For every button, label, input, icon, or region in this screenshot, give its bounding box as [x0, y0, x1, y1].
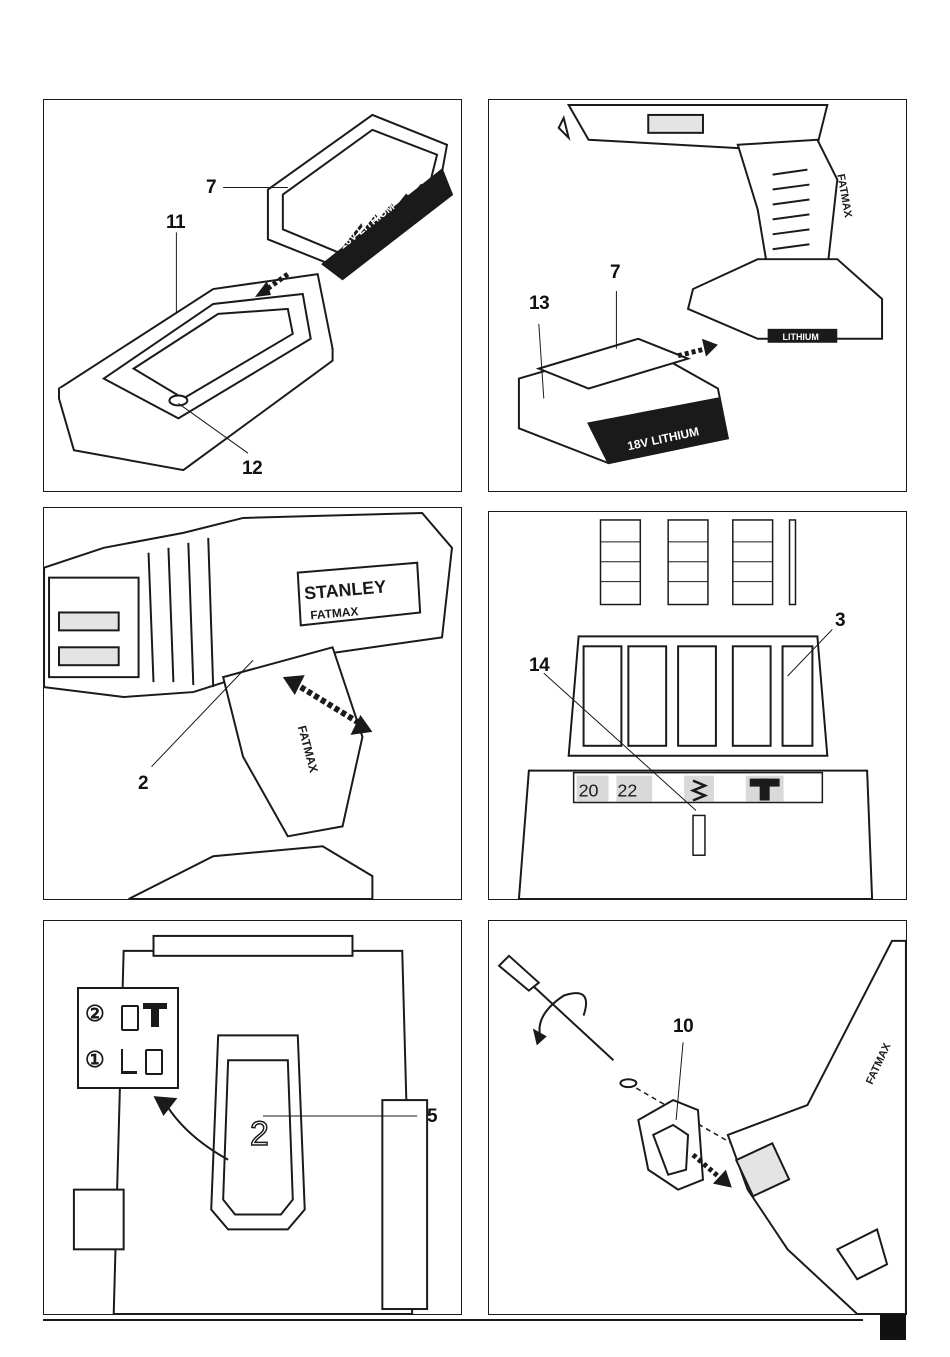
- belt-clip: [638, 1100, 703, 1190]
- figure-panel-torque-collar: 20 22 3 14: [488, 511, 907, 900]
- screw-mode-icon: [121, 1049, 137, 1074]
- callout-2: 2: [138, 773, 148, 795]
- gear-legend-box: ② ①: [77, 987, 179, 1089]
- battery-pack: [519, 339, 728, 463]
- callout-7: 7: [610, 262, 620, 284]
- gear-1-marker: ①: [85, 1047, 105, 1073]
- callout-7: 7: [206, 177, 216, 199]
- drill-body: [728, 941, 906, 1314]
- gear-2-marker: ②: [85, 1001, 105, 1027]
- callout-3: 3: [835, 610, 845, 632]
- figure-panel-charger: 18V LITHIUM 7 11 12: [43, 99, 462, 492]
- page-marker: [880, 1314, 906, 1340]
- drill-mode-icon: [121, 1005, 139, 1031]
- figure-panel-gear-selector: 2 ② ① 5: [43, 920, 462, 1315]
- insert-arrow-icon: [678, 349, 706, 356]
- drill-mode-icon: [145, 1049, 163, 1075]
- torque-scale-label: 20: [579, 781, 599, 801]
- callout-12: 12: [242, 458, 262, 480]
- torque-collar-illustration: 20 22: [489, 512, 906, 899]
- torque-scale-label: 22: [617, 781, 637, 801]
- callout-11: 11: [166, 212, 185, 234]
- figure-panel-direction-switch: STANLEY FATMAX FATMAX 2: [43, 507, 462, 900]
- callout-5: 5: [427, 1106, 437, 1128]
- indicator-mark: [693, 815, 705, 855]
- callout-14: 14: [529, 655, 549, 677]
- hammer-mode-icon: [143, 1003, 167, 1027]
- gear-slider-label: 2: [250, 1115, 269, 1153]
- footer-rule: [43, 1319, 863, 1321]
- belt-clip-illustration: FATMAX: [489, 921, 906, 1314]
- figure-panel-battery-insert: FATMAX LITHIUM 18V LITHIUM 13 7: [488, 99, 907, 492]
- charger-body: [59, 274, 333, 470]
- callout-10: 10: [673, 1016, 693, 1038]
- tool-lithium-text: LITHIUM: [783, 332, 819, 342]
- charger-illustration: 18V LITHIUM: [44, 100, 461, 491]
- drill-body: [559, 105, 882, 339]
- rotate-arrow-icon: [539, 993, 586, 1038]
- gear-selector-illustration: 2: [44, 921, 461, 1314]
- callout-13: 13: [529, 293, 549, 315]
- battery-pack: [268, 115, 452, 279]
- screwdriver-icon: [499, 956, 613, 1060]
- figure-panel-belt-clip: FATMAX 10: [488, 920, 907, 1315]
- direction-switch-illustration: STANLEY FATMAX FATMAX: [44, 508, 461, 899]
- screw-icon: [620, 1079, 636, 1087]
- handle-brand-text: FATMAX: [834, 173, 854, 219]
- battery-insert-illustration: FATMAX LITHIUM 18V LITHIUM: [489, 100, 906, 491]
